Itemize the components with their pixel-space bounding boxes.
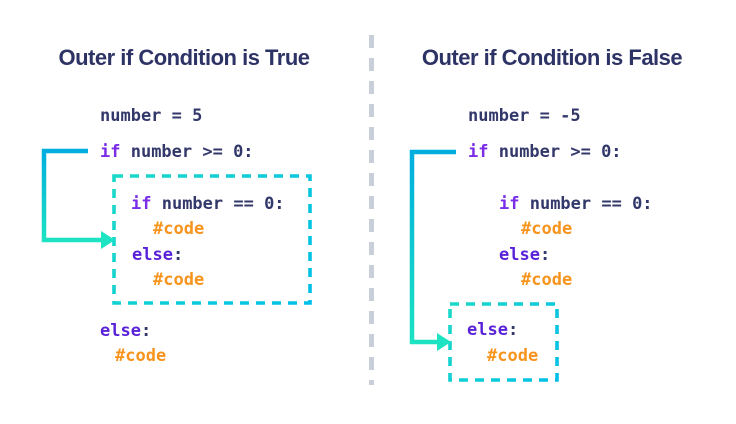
code-comment: #code bbox=[521, 270, 573, 290]
right-assign-line: number = -5 bbox=[468, 106, 581, 126]
left-panel-title: Outer if Condition is True bbox=[58, 45, 311, 70]
keyword-else: else bbox=[132, 245, 173, 265]
code-text: number = -5 bbox=[468, 106, 581, 126]
left-inner-if-body-line: #code bbox=[153, 219, 204, 239]
left-assign-line: number = 5 bbox=[100, 106, 202, 126]
keyword-else: else bbox=[467, 320, 508, 340]
code-text: : bbox=[507, 320, 519, 340]
left-inner-if-line: if number == 0: bbox=[131, 194, 285, 214]
right-outer-else-body-line: #code bbox=[487, 346, 538, 366]
keyword-if: if bbox=[100, 142, 121, 162]
right-arrow bbox=[409, 149, 456, 345]
code-text: : bbox=[172, 245, 184, 265]
code-comment: #code bbox=[521, 219, 573, 239]
keyword-else: else bbox=[499, 245, 540, 265]
left-inner-else-line: else: bbox=[132, 245, 183, 265]
code-text: number == 0: bbox=[151, 194, 285, 214]
keyword-if: if bbox=[499, 194, 520, 214]
code-text: number == 0: bbox=[519, 194, 653, 214]
code-text: : bbox=[140, 321, 152, 341]
left-inner-else-body-line: #code bbox=[153, 270, 204, 290]
right-inner-else-line: else: bbox=[499, 245, 550, 265]
right-outer-if-line: if number >= 0: bbox=[468, 142, 622, 162]
left-arrowhead-icon bbox=[101, 231, 115, 249]
left-outer-else-body-line: #code bbox=[115, 346, 166, 366]
left-outer-if-line: if number >= 0: bbox=[100, 142, 254, 162]
left-outer-else-line: else: bbox=[100, 321, 151, 341]
code-text: number >= 0: bbox=[120, 142, 254, 162]
code-comment: #code bbox=[115, 346, 167, 366]
keyword-if: if bbox=[131, 194, 152, 214]
keyword-if: if bbox=[468, 142, 489, 162]
keyword-else: else bbox=[100, 321, 141, 341]
code-comment: #code bbox=[487, 346, 539, 366]
code-text: number >= 0: bbox=[488, 142, 622, 162]
code-text: number = 5 bbox=[100, 106, 203, 126]
code-comment: #code bbox=[153, 219, 205, 239]
right-inner-else-body-line: #code bbox=[521, 270, 572, 290]
code-text: : bbox=[539, 245, 551, 265]
code-comment: #code bbox=[153, 270, 205, 290]
right-arrowhead-icon bbox=[437, 333, 451, 351]
right-inner-if-body-line: #code bbox=[521, 219, 572, 239]
right-outer-else-line: else: bbox=[467, 320, 518, 340]
right-inner-if-line: if number == 0: bbox=[499, 194, 653, 214]
left-arrow bbox=[41, 148, 101, 243]
right-panel-title: Outer if Condition is False bbox=[421, 45, 683, 70]
right-else-box bbox=[448, 302, 559, 382]
